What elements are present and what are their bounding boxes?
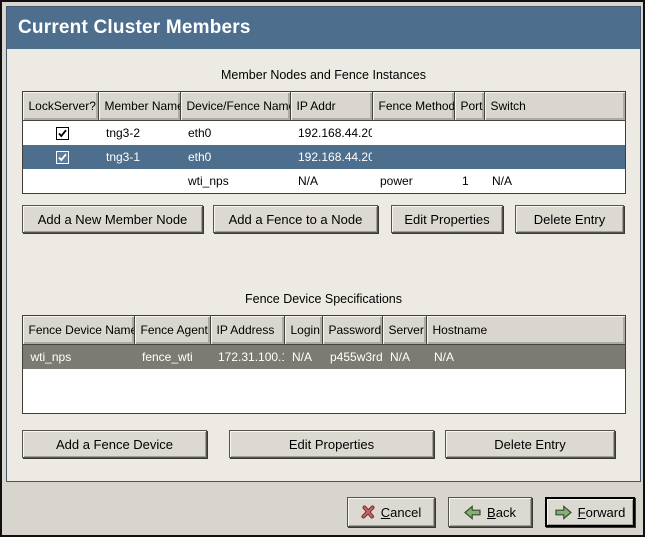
fence-table-caption: Fence Device Specifications: [244, 292, 403, 306]
column-header-ip-addr[interactable]: IP Addr: [290, 91, 373, 121]
ip-addr-cell: N/A: [298, 174, 319, 188]
fence-table-empty-area: [22, 369, 625, 414]
cancel-x-icon: [361, 505, 375, 519]
login-cell: N/A: [284, 344, 322, 369]
ip-addr-cell: 192.168.44.202: [298, 126, 372, 140]
switch-cell: [484, 121, 625, 146]
switch-cell: N/A: [492, 174, 513, 188]
port-cell: [454, 121, 484, 146]
lockserver-cell: [22, 169, 98, 194]
column-header-lockserver[interactable]: LockServer?: [22, 91, 99, 121]
column-header-server[interactable]: Server: [382, 315, 427, 345]
member-table-row-selected[interactable]: tng3-1 eth0 192.168.44.201: [22, 145, 625, 169]
device-fence-cell: wti_nps: [188, 174, 229, 188]
add-member-node-button[interactable]: Add a New Member Node: [22, 205, 203, 233]
ip-address-cell: 172.31.100.1: [210, 344, 284, 369]
switch-cell: [484, 145, 625, 169]
column-header-device-fence-name[interactable]: Device/Fence Name: [180, 91, 291, 121]
column-header-port[interactable]: Port: [454, 91, 485, 121]
fence-agent-cell: fence_wti: [134, 344, 210, 369]
column-header-switch[interactable]: Switch: [484, 91, 625, 121]
lockserver-checkbox[interactable]: [56, 151, 70, 165]
arrow-left-icon: [464, 504, 481, 520]
fence-device-name-cell: wti_nps: [22, 344, 134, 369]
column-header-fence-method[interactable]: Fence Method: [372, 91, 455, 121]
device-fence-cell: eth0: [188, 126, 212, 140]
member-table-caption: Member Nodes and Fence Instances: [221, 68, 426, 82]
port-cell: 1: [462, 174, 469, 188]
device-fence-cell: eth0: [180, 145, 290, 169]
button-label: Cancel: [380, 504, 422, 520]
add-fence-device-button[interactable]: Add a Fence Device: [22, 430, 207, 458]
fence-method-cell: [372, 145, 454, 169]
fence-table-header-row: Fence Device Name Fence Agent IP Address…: [22, 315, 625, 345]
member-name-cell: tng3-2: [106, 126, 141, 140]
add-fence-to-node-button[interactable]: Add a Fence to a Node: [213, 205, 378, 233]
column-header-password[interactable]: Password: [322, 315, 383, 345]
ip-addr-cell: 192.168.44.201: [290, 145, 372, 169]
port-cell: [454, 145, 484, 169]
lockserver-cell: [22, 145, 98, 169]
delete-entry-button[interactable]: Delete Entry: [515, 205, 624, 233]
cancel-button[interactable]: Cancel: [347, 497, 435, 527]
member-name-cell: [98, 169, 180, 194]
wizard-panel: Current Cluster Members Member Nodes and…: [6, 6, 641, 482]
hostname-cell: N/A: [426, 344, 625, 369]
column-header-member-name[interactable]: Member Name: [98, 91, 181, 121]
arrow-right-icon: [555, 504, 572, 520]
button-label: Forward: [577, 504, 626, 520]
member-buttons-row: Add a New Member Node Add a Fence to a N…: [22, 205, 625, 233]
server-cell: N/A: [382, 344, 426, 369]
button-label: Back: [487, 504, 516, 520]
lockserver-cell: [22, 121, 98, 146]
column-header-fence-agent[interactable]: Fence Agent: [134, 315, 211, 345]
column-header-hostname[interactable]: Hostname: [426, 315, 625, 345]
fence-method-cell: [372, 121, 454, 146]
fence-method-cell: power: [380, 174, 413, 188]
member-name-cell: tng3-1: [98, 145, 180, 169]
member-table-row[interactable]: wti_nps N/A power 1 N/A: [22, 169, 625, 194]
forward-button[interactable]: Forward: [545, 497, 635, 527]
fence-device-table: Fence Device Name Fence Agent IP Address…: [21, 315, 626, 414]
column-header-login[interactable]: Login: [284, 315, 323, 345]
lockserver-checkbox[interactable]: [56, 127, 70, 141]
edit-properties-button[interactable]: Edit Properties: [391, 205, 503, 233]
column-header-ip-address[interactable]: IP Address: [210, 315, 285, 345]
fence-table-row-selected[interactable]: wti_nps fence_wti 172.31.100.1 N/A p455w…: [22, 344, 625, 369]
member-table: LockServer? Member Name Device/Fence Nam…: [21, 91, 626, 194]
member-table-row[interactable]: tng3-2 eth0 192.168.44.202: [22, 121, 625, 146]
column-header-fence-device-name[interactable]: Fence Device Name: [22, 315, 135, 345]
dialog-action-area: Cancel Back Forward: [2, 497, 635, 529]
member-table-header-row: LockServer? Member Name Device/Fence Nam…: [22, 91, 625, 121]
edit-properties-button[interactable]: Edit Properties: [229, 430, 434, 458]
delete-entry-button[interactable]: Delete Entry: [445, 430, 615, 458]
password-cell: p455w3rd: [322, 344, 382, 369]
page-title: Current Cluster Members: [7, 7, 640, 49]
fence-buttons-row: Add a Fence Device Edit Properties Delet…: [22, 430, 625, 458]
back-button[interactable]: Back: [448, 497, 532, 527]
